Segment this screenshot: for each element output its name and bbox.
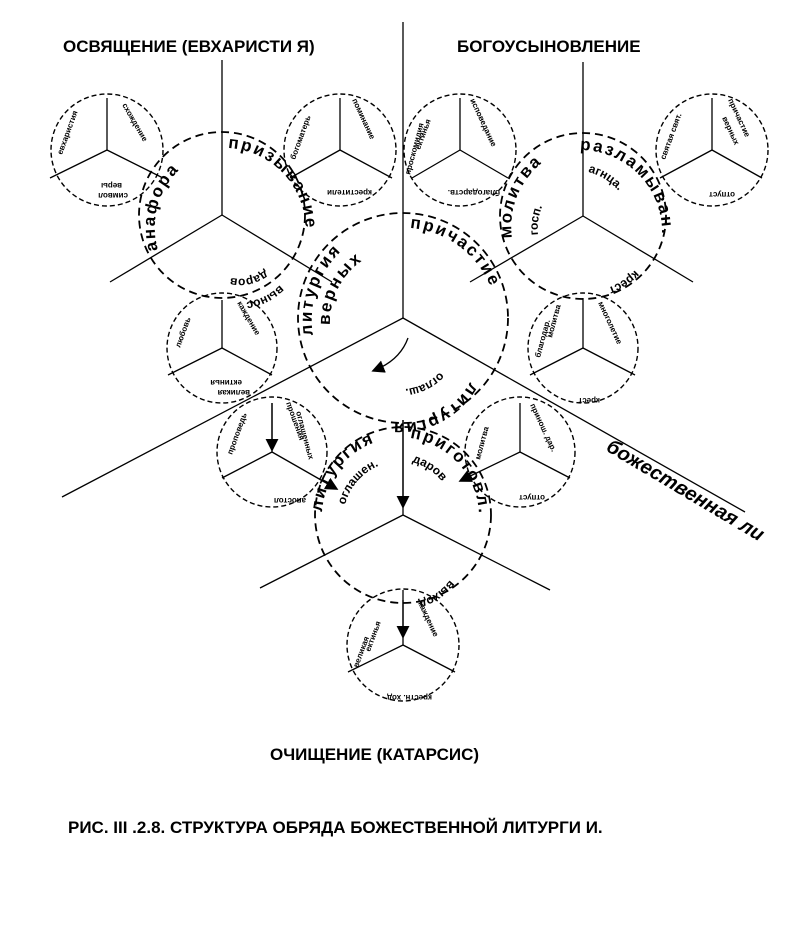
sc-tl-a: евхаристия bbox=[55, 109, 79, 156]
structure-lines bbox=[49, 22, 763, 673]
sc-tm-a: богоматерь bbox=[288, 114, 312, 161]
sc-tl-d: веры bbox=[101, 181, 122, 190]
sc-rl-c: отпуст bbox=[519, 493, 545, 502]
sc-rl-a: молитва bbox=[473, 425, 491, 460]
sc-b-b: ектинья bbox=[363, 619, 382, 652]
bottom-branch-circle bbox=[314, 426, 492, 604]
sc-tm-c: крестители bbox=[327, 188, 372, 197]
center-circle bbox=[297, 212, 509, 424]
heading-bottom: ОЧИЩЕНИЕ (КАТАРСИС) bbox=[270, 745, 480, 764]
heading-top-left: ОСВЯЩЕНИЕ (ЕВХАРИСТИ Я) bbox=[63, 37, 315, 56]
sc-b-c: каждение bbox=[416, 600, 440, 639]
sc-tm-b: поминание bbox=[350, 97, 377, 141]
right-branch-circle bbox=[499, 132, 667, 300]
center-upper-right-label: причастие bbox=[409, 213, 505, 290]
sc-rm-d: крест bbox=[578, 396, 600, 405]
axis-label: божественная литургия bbox=[0, 0, 768, 546]
heading-top-right: БОГОУСЫНОВЛЕНИЕ bbox=[457, 37, 641, 56]
right-upper-left-label-2: госп. bbox=[527, 202, 545, 235]
sc-rl-b: принош. дар. bbox=[528, 402, 558, 453]
left-branch-circle bbox=[138, 131, 306, 299]
figure-caption: РИС. III .2.8. СТРУКТУРА ОБРЯДА БОЖЕСТВЕ… bbox=[68, 818, 603, 837]
sc-trb-a: святая свят. bbox=[658, 112, 683, 161]
sc-trb-d: отпуст bbox=[709, 190, 735, 199]
sc-tra-d: благодарств. bbox=[448, 188, 500, 197]
sc-lm-c: великая bbox=[217, 388, 250, 397]
right-bottom-label: крест bbox=[607, 268, 643, 298]
arrows bbox=[265, 337, 521, 639]
bottom-upper-right-label-2: даров bbox=[411, 451, 450, 483]
sc-lm-d: ектинья bbox=[210, 378, 242, 387]
dashed-circles bbox=[138, 131, 667, 604]
sc-tl-b: схождение bbox=[120, 102, 149, 144]
left-upper-right-label: призывание bbox=[227, 133, 320, 230]
sc-tl-c: символ bbox=[98, 191, 128, 200]
left-upper-left-label: анафора bbox=[140, 159, 183, 254]
sc-lm-a: любовь bbox=[173, 316, 192, 349]
center-bottom-label-2: оглаш. bbox=[405, 370, 448, 400]
sc-b-d: крестн. ход bbox=[387, 693, 432, 702]
sc-ll-d: апостол bbox=[274, 496, 306, 505]
right-upper-right-label-2: агнца. bbox=[587, 161, 627, 192]
small-dashed-circles bbox=[50, 93, 769, 702]
